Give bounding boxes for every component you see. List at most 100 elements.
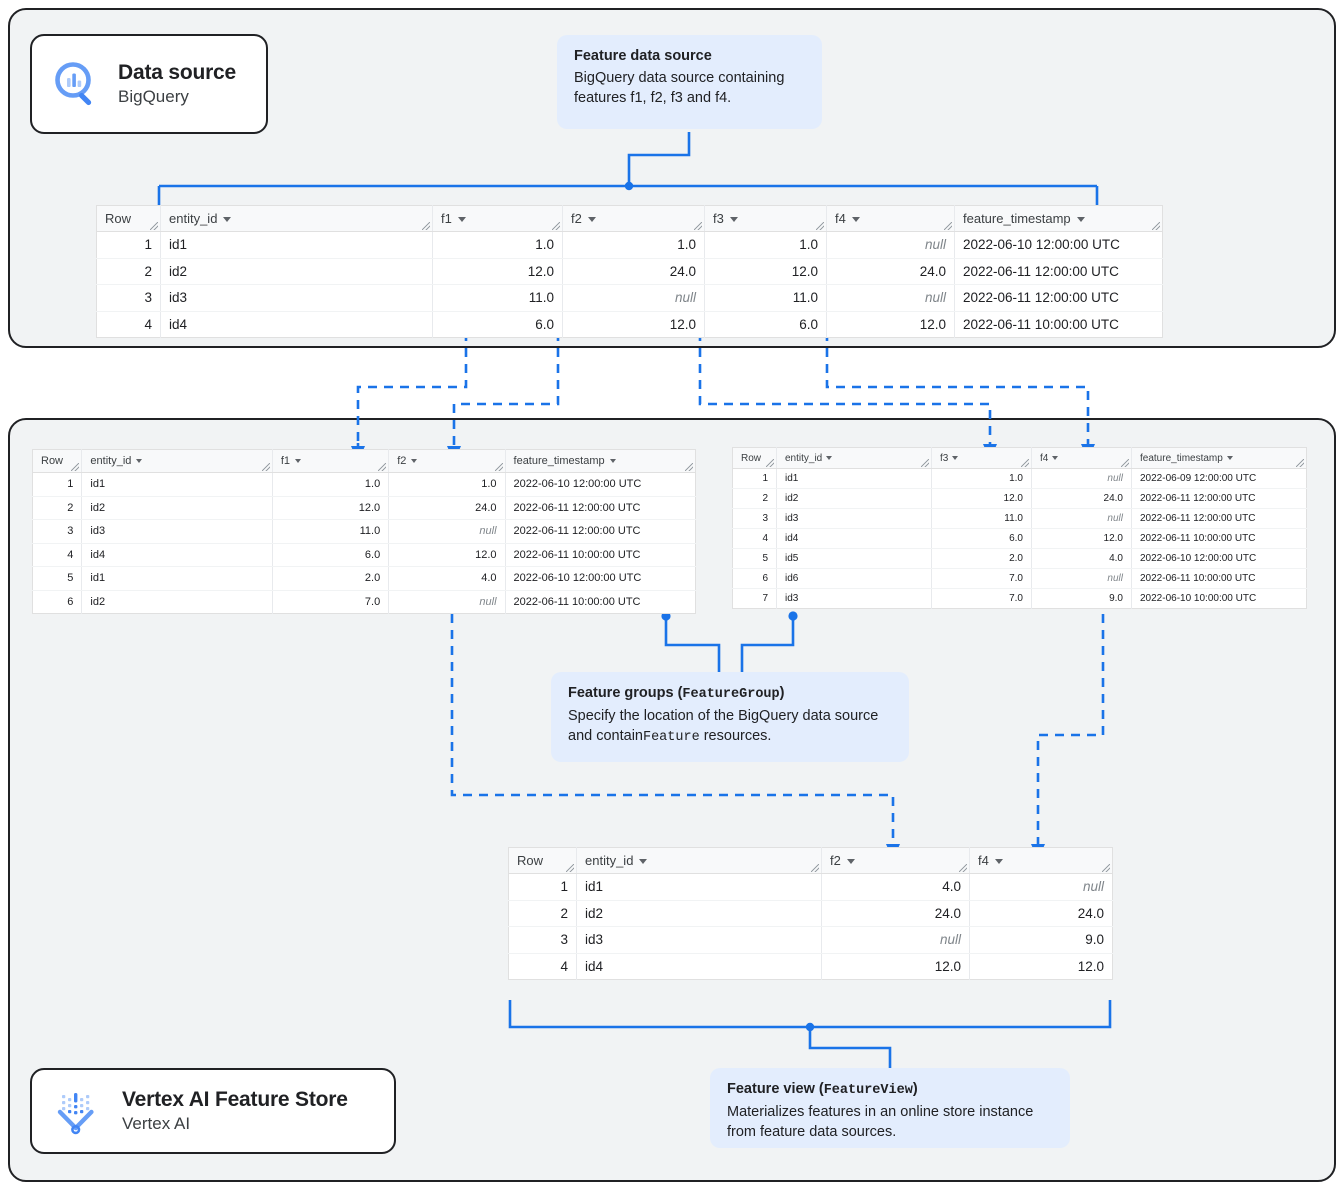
column-header-f2[interactable]: f2 [388,449,506,473]
column-header-label: f2 [571,211,582,226]
column-resize-handle-icon[interactable] [494,463,503,471]
column-header-feature_timestamp[interactable]: feature_timestamp [505,449,696,473]
cell-feature_timestamp: 2022-06-11 12:00:00 UTC [954,258,1163,285]
column-header-row[interactable]: Row [96,205,161,232]
chevron-down-icon[interactable] [729,217,738,223]
cell-null: null [1031,568,1132,589]
column-header-feature_timestamp[interactable]: feature_timestamp [954,205,1163,232]
column-resize-handle-icon[interactable] [766,459,774,467]
column-resize-handle-icon[interactable] [921,459,929,467]
column-resize-handle-icon[interactable] [685,463,693,471]
chevron-down-icon[interactable] [851,217,860,223]
column-resize-handle-icon[interactable] [261,463,270,471]
column-resize-handle-icon[interactable] [422,222,430,230]
column-header-entity_id[interactable]: entity_id [576,847,822,874]
callout-title-code: FeatureView [823,1083,913,1098]
column-resize-handle-icon[interactable] [944,222,952,230]
column-resize-handle-icon[interactable] [1021,459,1029,467]
cell-f3: 7.0 [931,568,1032,589]
chevron-down-icon[interactable] [1076,217,1085,223]
column-header-label: f4 [978,853,989,868]
column-header-entity_id[interactable]: entity_id [81,449,273,473]
chevron-down-icon[interactable] [1226,455,1233,460]
chevron-down-icon[interactable] [295,459,302,464]
column-resize-handle-icon[interactable] [566,864,574,872]
column-header-entity_id[interactable]: entity_id [776,447,932,469]
column-header-row[interactable]: Row [732,447,777,469]
column-resize-handle-icon[interactable] [1102,864,1110,872]
cell-null: null [969,873,1113,901]
cell-feature_timestamp: 2022-06-11 10:00:00 UTC [963,316,1119,332]
column-header-f3[interactable]: f3 [931,447,1032,469]
chevron-down-icon[interactable] [1052,455,1059,460]
cell-entity_id: id1 [160,231,433,259]
column-resize-handle-icon[interactable] [552,222,560,230]
chevron-down-icon[interactable] [609,459,616,464]
column-resize-handle-icon[interactable] [1296,459,1304,467]
column-header-f1[interactable]: f1 [432,205,563,232]
cell-row: 2 [732,488,777,509]
chevron-down-icon[interactable] [639,859,648,865]
column-resize-handle-icon[interactable] [1121,459,1129,467]
chevron-down-icon[interactable] [223,217,232,223]
column-header-feature_timestamp[interactable]: feature_timestamp [1131,447,1307,469]
column-resize-handle-icon[interactable] [816,222,824,230]
column-header-f4[interactable]: f4 [969,847,1113,874]
column-resize-handle-icon[interactable] [150,222,158,230]
column-resize-handle-icon[interactable] [694,222,702,230]
column-resize-handle-icon[interactable] [71,463,80,471]
column-header-f4[interactable]: f4 [826,205,955,232]
cell-entity_id: id3 [776,588,932,609]
chevron-down-icon[interactable] [136,459,143,464]
column-header-f2[interactable]: f2 [821,847,970,874]
column-header-f2[interactable]: f2 [562,205,705,232]
chevron-down-icon[interactable] [587,217,596,223]
column-header-f3[interactable]: f3 [704,205,827,232]
column-header-f1[interactable]: f1 [272,449,390,473]
chevron-down-icon[interactable] [411,459,418,464]
column-header-entity_id[interactable]: entity_id [160,205,433,232]
chevron-down-icon[interactable] [846,859,855,865]
column-header-f4[interactable]: f4 [1031,447,1132,469]
cell-f3: 6.0 [704,311,827,338]
cell-null: null [1031,468,1132,489]
column-resize-handle-icon[interactable] [1152,222,1160,230]
callout-feature-groups: Feature groups (FeatureGroup) Specify th… [551,672,909,762]
column-header-row[interactable]: Row [508,847,577,874]
column-resize-handle-icon[interactable] [811,864,819,872]
chevron-down-icon[interactable] [994,859,1003,865]
column-resize-handle-icon[interactable] [378,463,387,471]
chevron-down-icon[interactable] [952,455,959,460]
chevron-down-icon[interactable] [457,217,466,223]
callout-feature-view: Feature view (FeatureView) Materializes … [710,1068,1070,1148]
column-resize-handle-icon[interactable] [959,864,967,872]
column-header-row[interactable]: Row [32,449,83,473]
cell-f3: 7.0 [931,588,1032,609]
chevron-down-icon[interactable] [826,455,833,460]
